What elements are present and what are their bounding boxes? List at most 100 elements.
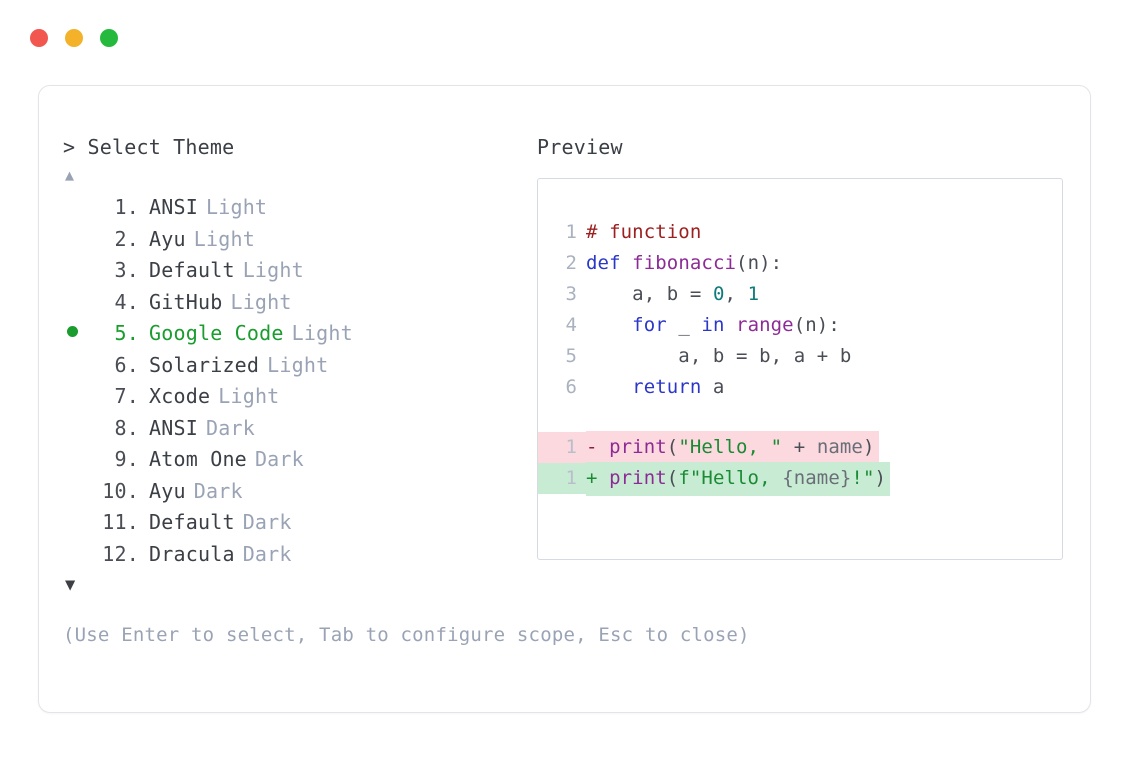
- code-token: fibonacci: [632, 252, 737, 274]
- theme-item-number: 8.: [114, 415, 139, 440]
- code-token: (n):: [736, 252, 783, 274]
- theme-item-number: 9.: [114, 447, 139, 471]
- theme-item-name: Dracula: [149, 541, 235, 566]
- selected-indicator-icon: [63, 320, 93, 352]
- theme-item-name: Solarized: [149, 352, 260, 377]
- theme-item-variant: Light: [267, 352, 329, 377]
- line-number: 1: [538, 432, 586, 463]
- theme-item-number: 3.: [114, 258, 139, 282]
- theme-item-name: Ayu: [149, 226, 186, 251]
- diff-line-add: 1+ print(f"Hello, {name}!"): [538, 462, 1062, 496]
- code-line-content: # function: [586, 217, 701, 248]
- theme-item-variant: Light: [230, 289, 292, 314]
- code-line-content: def fibonacci(n):: [586, 248, 782, 279]
- theme-list-item[interactable]: 10. Ayu Dark: [63, 476, 523, 508]
- code-token: [586, 314, 632, 336]
- code-line-content: return a: [586, 372, 724, 403]
- diff-marker-del: -: [586, 436, 610, 458]
- code-token: _: [666, 314, 702, 336]
- theme-list-item[interactable]: 12. Dracula Dark: [63, 539, 523, 571]
- code-line: 5 a, b = b, a + b: [538, 341, 1062, 372]
- theme-item-variant: Dark: [205, 415, 255, 440]
- code-line: 4 for _ in range(n):: [538, 310, 1062, 341]
- code-token: [621, 252, 633, 274]
- code-line: 6 return a: [538, 372, 1062, 403]
- code-token: print: [609, 436, 667, 458]
- scroll-up-icon[interactable]: ▲: [65, 166, 75, 184]
- theme-item-number: 5.: [114, 321, 139, 345]
- theme-item-variant: Light: [193, 226, 255, 251]
- theme-item-variant: Dark: [242, 541, 292, 566]
- scroll-down-icon[interactable]: ▼: [65, 575, 76, 595]
- code-token: return: [632, 376, 702, 398]
- code-token: (: [666, 436, 679, 458]
- diff-marker-add: +: [586, 467, 610, 489]
- line-number: 1: [538, 463, 586, 494]
- code-token: ,: [724, 283, 748, 305]
- theme-item-name: GitHub: [149, 289, 223, 314]
- code-token: range: [736, 314, 794, 336]
- code-token: a, b =: [586, 283, 713, 305]
- code-line: 3 a, b = 0, 1: [538, 279, 1062, 310]
- theme-item-number: 4.: [114, 289, 139, 314]
- theme-item-variant: Light: [218, 384, 280, 408]
- theme-item-variant: Dark: [193, 478, 243, 503]
- prompt-title: Select Theme: [87, 135, 235, 159]
- line-number: 2: [565, 252, 577, 274]
- diff-line-content: + print(f"Hello, {name}!"): [586, 462, 891, 496]
- theme-item-number: 11.: [102, 510, 139, 534]
- code-token: (n):: [793, 314, 840, 336]
- line-number: 3: [565, 283, 577, 305]
- preview-label: Preview: [537, 135, 623, 159]
- code-token: ): [862, 436, 875, 458]
- code-blank-line: [538, 403, 1062, 431]
- close-button[interactable]: [30, 29, 48, 47]
- theme-item-variant: Dark: [242, 510, 292, 534]
- theme-item-variant: Light: [291, 321, 353, 345]
- prompt-caret-icon: >: [63, 135, 76, 159]
- code-token: def: [586, 252, 621, 274]
- prompt-header: > Select Theme: [63, 132, 523, 162]
- line-number: 1: [565, 221, 577, 243]
- diff-line-del: 1- print("Hello, " + name): [538, 431, 1062, 465]
- code-line-content: a, b = 0, 1: [586, 279, 759, 310]
- theme-item-number: 10.: [102, 478, 139, 503]
- theme-item-name: Ayu: [149, 478, 186, 503]
- code-line-content: for _ in range(n):: [586, 310, 840, 341]
- code-token: {name}: [782, 467, 852, 489]
- code-token: ): [874, 467, 887, 489]
- theme-item-variant: Dark: [254, 447, 304, 471]
- theme-list-item[interactable]: 4. GitHub Light: [63, 287, 523, 319]
- code-line: 2 def fibonacci(n):: [538, 248, 1062, 279]
- theme-item-variant: Light: [205, 195, 268, 219]
- maximize-button[interactable]: [100, 29, 118, 47]
- minimize-button[interactable]: [65, 29, 83, 47]
- theme-item-number: 2.: [114, 226, 139, 251]
- code-token: for: [632, 314, 667, 336]
- code-line-content: a, b = b, a + b: [586, 341, 851, 372]
- code-token: in: [701, 314, 725, 336]
- theme-item-variant: Light: [242, 258, 304, 282]
- line-number: 4: [565, 314, 577, 336]
- diff-line-content: - print("Hello, " + name): [586, 431, 879, 465]
- code-token: # function: [586, 221, 702, 243]
- theme-item-name: ANSI: [149, 195, 198, 219]
- theme-item-number: 12.: [102, 541, 139, 566]
- theme-list-item[interactable]: 2. Ayu Light: [63, 224, 523, 256]
- code-token: (: [666, 467, 679, 489]
- code-token: a, b = b, a + b: [586, 345, 852, 367]
- page-title: [75, 135, 87, 159]
- keyboard-hint: (Use Enter to select, Tab to configure s…: [63, 624, 750, 646]
